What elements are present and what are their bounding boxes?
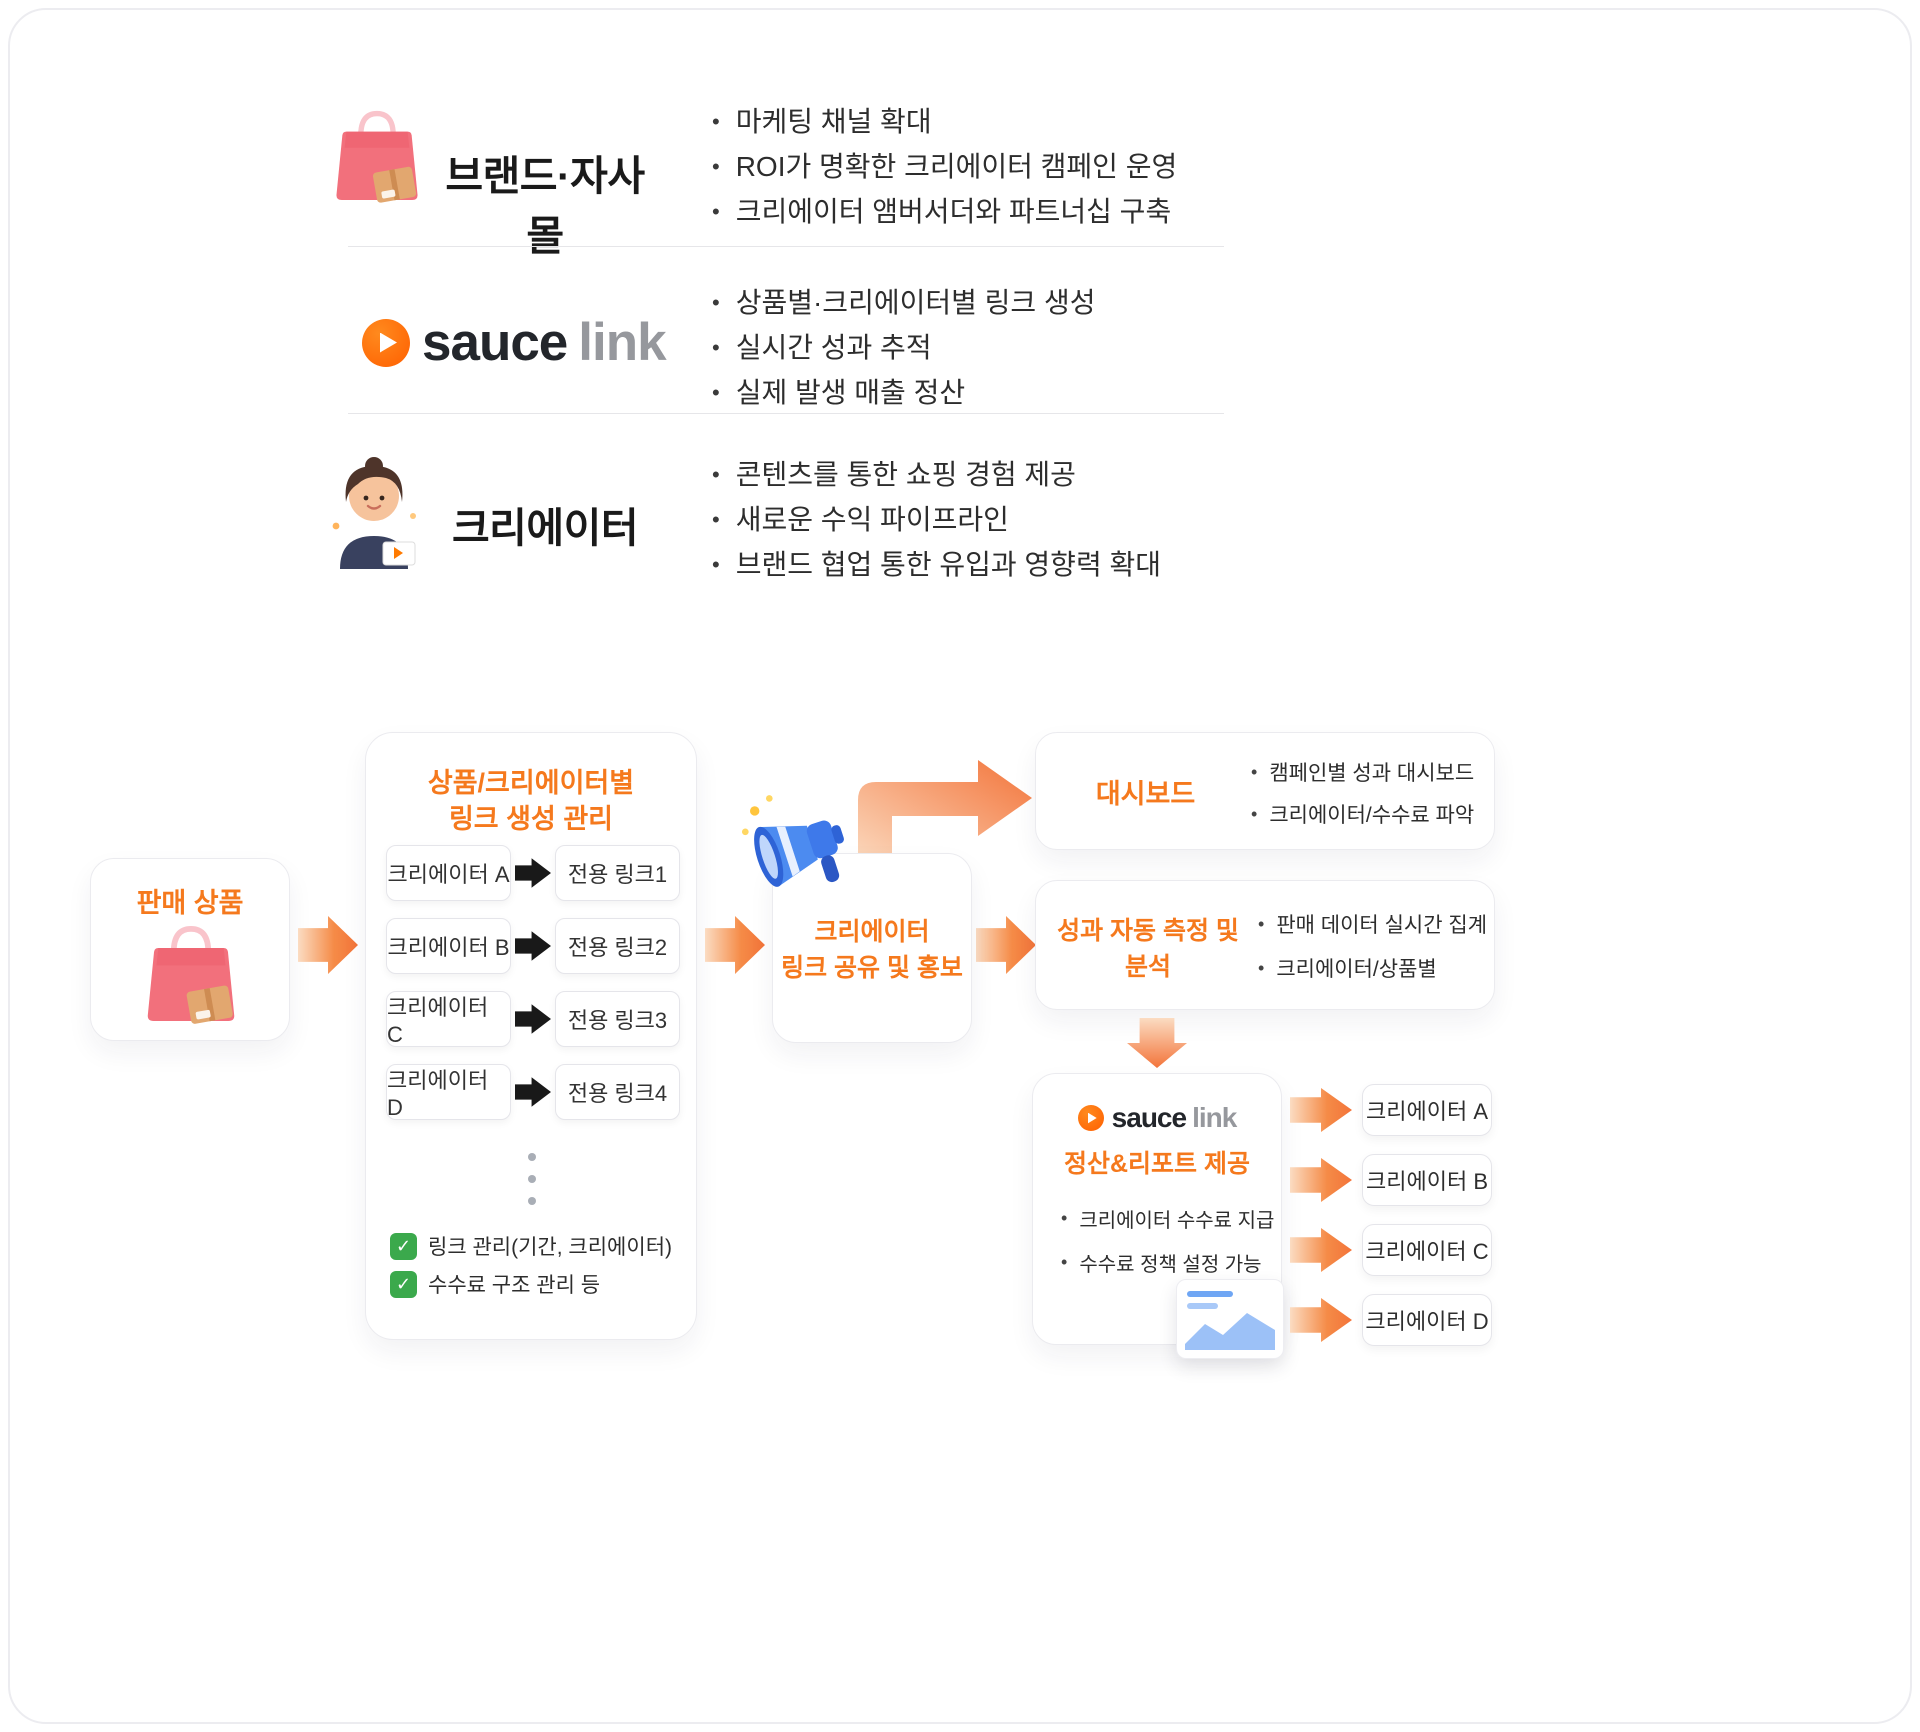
divider <box>348 246 1224 247</box>
check-item: 링크 관리(기간, 크리에이터) <box>390 1231 672 1261</box>
settlement-bullet: 수수료 정책 설정 가능 <box>1061 1248 1261 1277</box>
analysis-title-2: 분석 <box>1124 953 1171 981</box>
creator-chip: 크리에이터 B <box>1362 1154 1492 1206</box>
black-arrow-icon <box>515 1077 551 1107</box>
dashboard-bullet: 크리에이터/수수료 파악 <box>1251 799 1474 829</box>
analysis-box: 성과 자동 측정 및 분석 판매 데이터 실시간 집계 크리에이터/상품별 <box>1035 880 1495 1010</box>
link-mgmt-title-1: 상품/크리에이터별 <box>427 768 635 798</box>
flow-arrow-icon <box>1290 1298 1352 1342</box>
elbow-arrow-icon <box>848 752 1034 875</box>
sauce-link-mark-icon <box>1077 1105 1104 1131</box>
bullet-item: 실제 발생 매출 정산 <box>712 377 1095 409</box>
play-icon <box>380 332 397 353</box>
flow-arrow-icon <box>1290 1228 1352 1272</box>
share-box: 크리에이터 링크 공유 및 홍보 <box>772 853 972 1043</box>
creator-link-pair: 크리에이터 B 전용 링크2 <box>386 918 680 974</box>
creator-bullet-list: 콘텐츠를 통한 쇼핑 경험 제공 새로운 수익 파이프라인 브랜드 협업 통한 … <box>712 459 1161 594</box>
bullet-item: 콘텐츠를 통한 쇼핑 경험 제공 <box>712 459 1161 491</box>
settlement-title: 정산&리포트 제공 <box>1063 1150 1250 1178</box>
link-mgmt-title-2: 링크 생성 관리 <box>448 804 614 834</box>
brand-bullet-list: 마케팅 채널 확대 ROI가 명확한 크리에이터 캠페인 운영 크리에이터 앰버… <box>712 106 1178 241</box>
analysis-bullet: 크리에이터/상품별 <box>1258 953 1436 983</box>
link-cell: 전용 링크2 <box>555 918 680 974</box>
saucelink-bullet-list: 상품별·크리에이터별 링크 생성 실시간 성과 추적 실제 발생 매출 정산 <box>712 287 1096 422</box>
creator-cell: 크리에이터 B <box>386 918 511 974</box>
settlement-box: sauce link 정산&리포트 제공 크리에이터 수수료 지급 수수료 정책… <box>1032 1073 1284 1359</box>
shopping-bag-icon <box>143 919 239 1032</box>
sauce-link-logo: sauce link <box>362 312 667 373</box>
product-box-title: 판매 상품 <box>136 888 244 918</box>
megaphone-icon <box>738 788 858 913</box>
bullet-item: 브랜드 협업 통한 유입과 영향력 확대 <box>712 549 1161 581</box>
sauce-link-mark-icon <box>362 318 410 367</box>
link-cell: 전용 링크3 <box>555 991 680 1047</box>
link-cell: 전용 링크4 <box>555 1064 680 1120</box>
analysis-bullet: 판매 데이터 실시간 집계 <box>1258 909 1487 939</box>
analysis-title-1: 성과 자동 측정 및 <box>1057 917 1239 945</box>
black-arrow-icon <box>515 1004 551 1034</box>
creator-chip: 크리에이터 D <box>1362 1294 1492 1346</box>
flow-arrow-icon <box>1290 1088 1352 1132</box>
logo-word-sauce: sauce <box>1111 1102 1187 1133</box>
bullet-item: 새로운 수익 파이프라인 <box>712 504 1161 536</box>
bullet-item: ROI가 명확한 크리에이터 캠페인 운영 <box>712 151 1178 183</box>
logo-word-link: link <box>578 313 666 372</box>
link-cell: 전용 링크1 <box>555 845 680 901</box>
flow-arrow-icon <box>1290 1158 1352 1202</box>
dashboard-title: 대시보드 <box>1095 778 1196 809</box>
creator-chip: 크리에이터 C <box>1362 1224 1492 1276</box>
play-icon <box>1087 1112 1097 1124</box>
ellipsis-dot <box>528 1197 536 1205</box>
report-chart-icon <box>1176 1279 1284 1359</box>
shopping-bag-icon <box>332 98 422 212</box>
flow-arrow-icon <box>976 916 1036 974</box>
product-box: 판매 상품 <box>90 858 290 1041</box>
creator-link-pair: 크리에이터 D 전용 링크4 <box>386 1064 680 1120</box>
creator-cell: 크리에이터 D <box>386 1064 511 1120</box>
sauce-link-logo: sauce link <box>1033 1102 1281 1134</box>
check-item: 수수료 구조 관리 등 <box>390 1269 600 1299</box>
share-box-title-2: 링크 공유 및 홍보 <box>781 954 963 982</box>
bullet-item: 상품별·크리에이터별 링크 생성 <box>712 287 1096 319</box>
creator-link-pair: 크리에이터 C 전용 링크3 <box>386 991 680 1047</box>
divider <box>348 413 1224 414</box>
bullet-item: 크리에이터 앰버서더와 파트너십 구축 <box>712 196 1177 228</box>
ellipsis-dot <box>528 1153 536 1161</box>
creator-link-pair: 크리에이터 A 전용 링크1 <box>386 845 680 901</box>
link-management-box: 상품/크리에이터별 링크 생성 관리 크리에이터 A 전용 링크1 크리에이터 … <box>365 732 697 1340</box>
share-box-title-1: 크리에이터 <box>814 918 930 946</box>
check-icon <box>390 1232 417 1260</box>
logo-word-link: link <box>1192 1102 1237 1133</box>
black-arrow-icon <box>515 931 551 961</box>
creator-avatar-icon <box>328 454 420 569</box>
check-icon <box>390 1270 417 1298</box>
creator-cell: 크리에이터 C <box>386 991 511 1047</box>
flow-arrow-icon <box>298 916 358 974</box>
dashboard-bullet: 캠페인별 성과 대시보드 <box>1251 757 1474 787</box>
black-arrow-icon <box>515 858 551 888</box>
ellipsis-dot <box>528 1175 536 1183</box>
creator-cell: 크리에이터 A <box>386 845 511 901</box>
row-title-creator: 크리에이터 <box>451 505 639 551</box>
creator-chip: 크리에이터 A <box>1362 1084 1492 1136</box>
bullet-item: 마케팅 채널 확대 <box>712 106 1177 138</box>
bullet-item: 실시간 성과 추적 <box>712 332 1095 364</box>
logo-word-sauce: sauce <box>422 313 568 372</box>
infographic-canvas: 브랜드·자사몰 마케팅 채널 확대 ROI가 명확한 크리에이터 캠페인 운영 … <box>8 8 1912 1724</box>
flow-arrow-icon <box>705 916 765 974</box>
row-title-brand: 브랜드·자사몰 <box>445 153 645 259</box>
dashboard-box: 대시보드 캠페인별 성과 대시보드 크리에이터/수수료 파악 <box>1035 732 1495 850</box>
settlement-bullet: 크리에이터 수수료 지급 <box>1061 1204 1274 1233</box>
flow-arrow-down-icon <box>1127 1018 1187 1068</box>
